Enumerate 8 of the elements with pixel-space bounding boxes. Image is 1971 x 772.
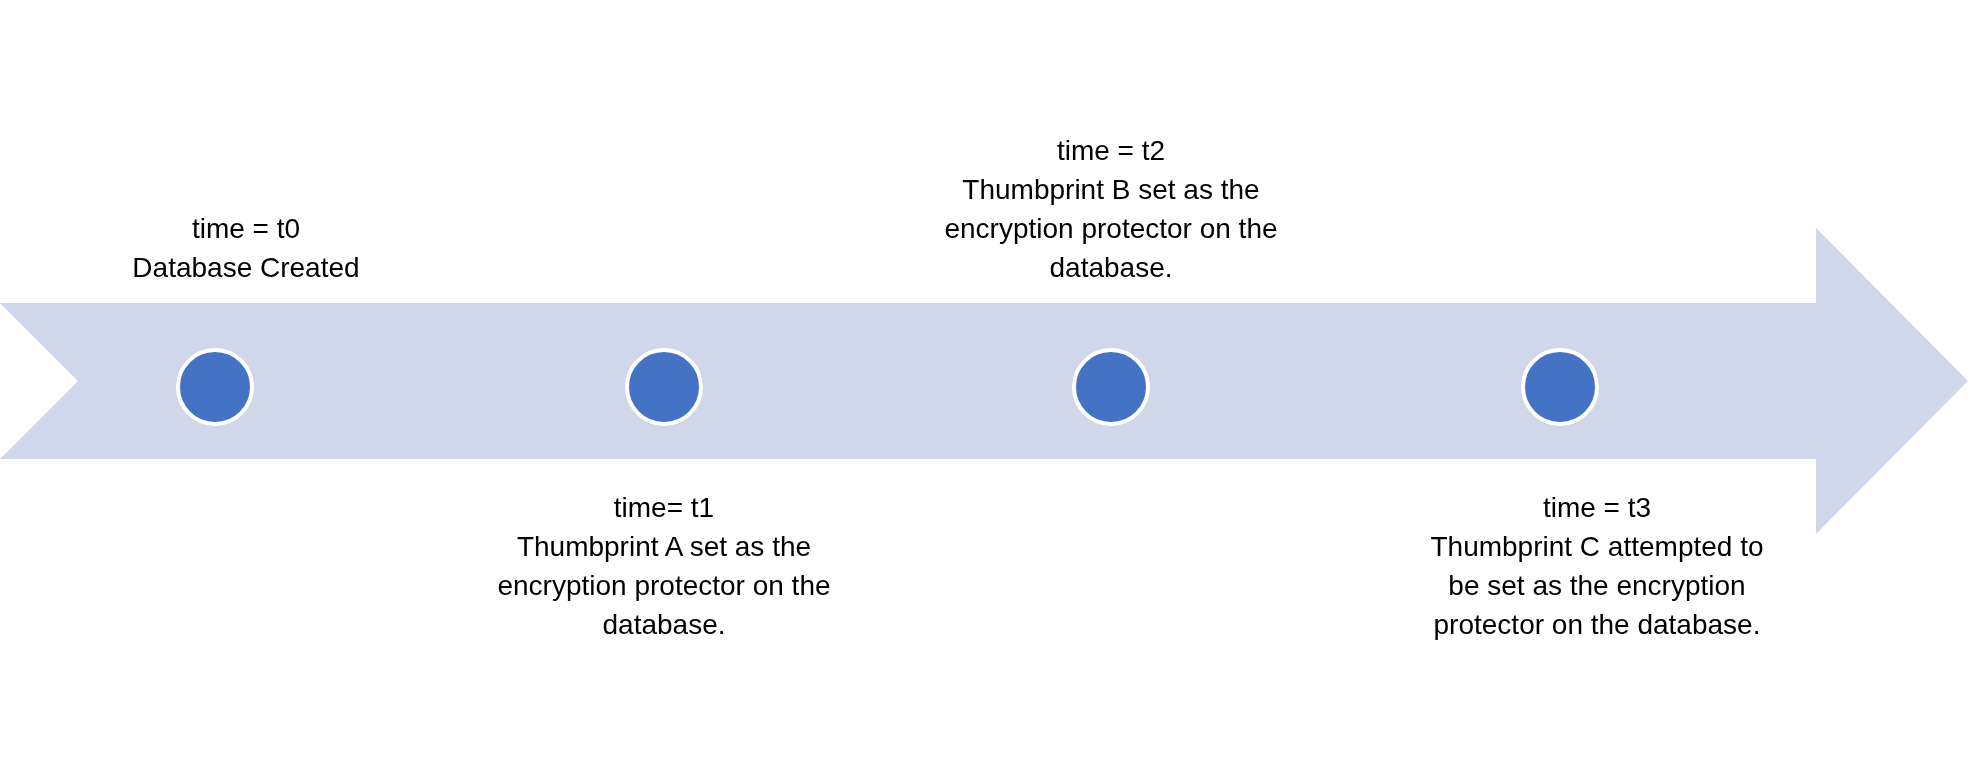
- event-description: Thumbprint C attempted to be set as the encryption protector on the database.: [1429, 530, 1765, 642]
- event-description: Database Created: [131, 251, 361, 285]
- time-label: time = t2: [1055, 134, 1167, 168]
- event-description: Thumbprint B set as the encryption protector on the database.: [943, 173, 1279, 285]
- time-label: time = t0: [190, 212, 302, 246]
- time-label: time= t1: [612, 491, 716, 525]
- event-description: Thumbprint A set as the encryption protector on the database.: [496, 530, 832, 642]
- time-label: time = t3: [1541, 491, 1653, 525]
